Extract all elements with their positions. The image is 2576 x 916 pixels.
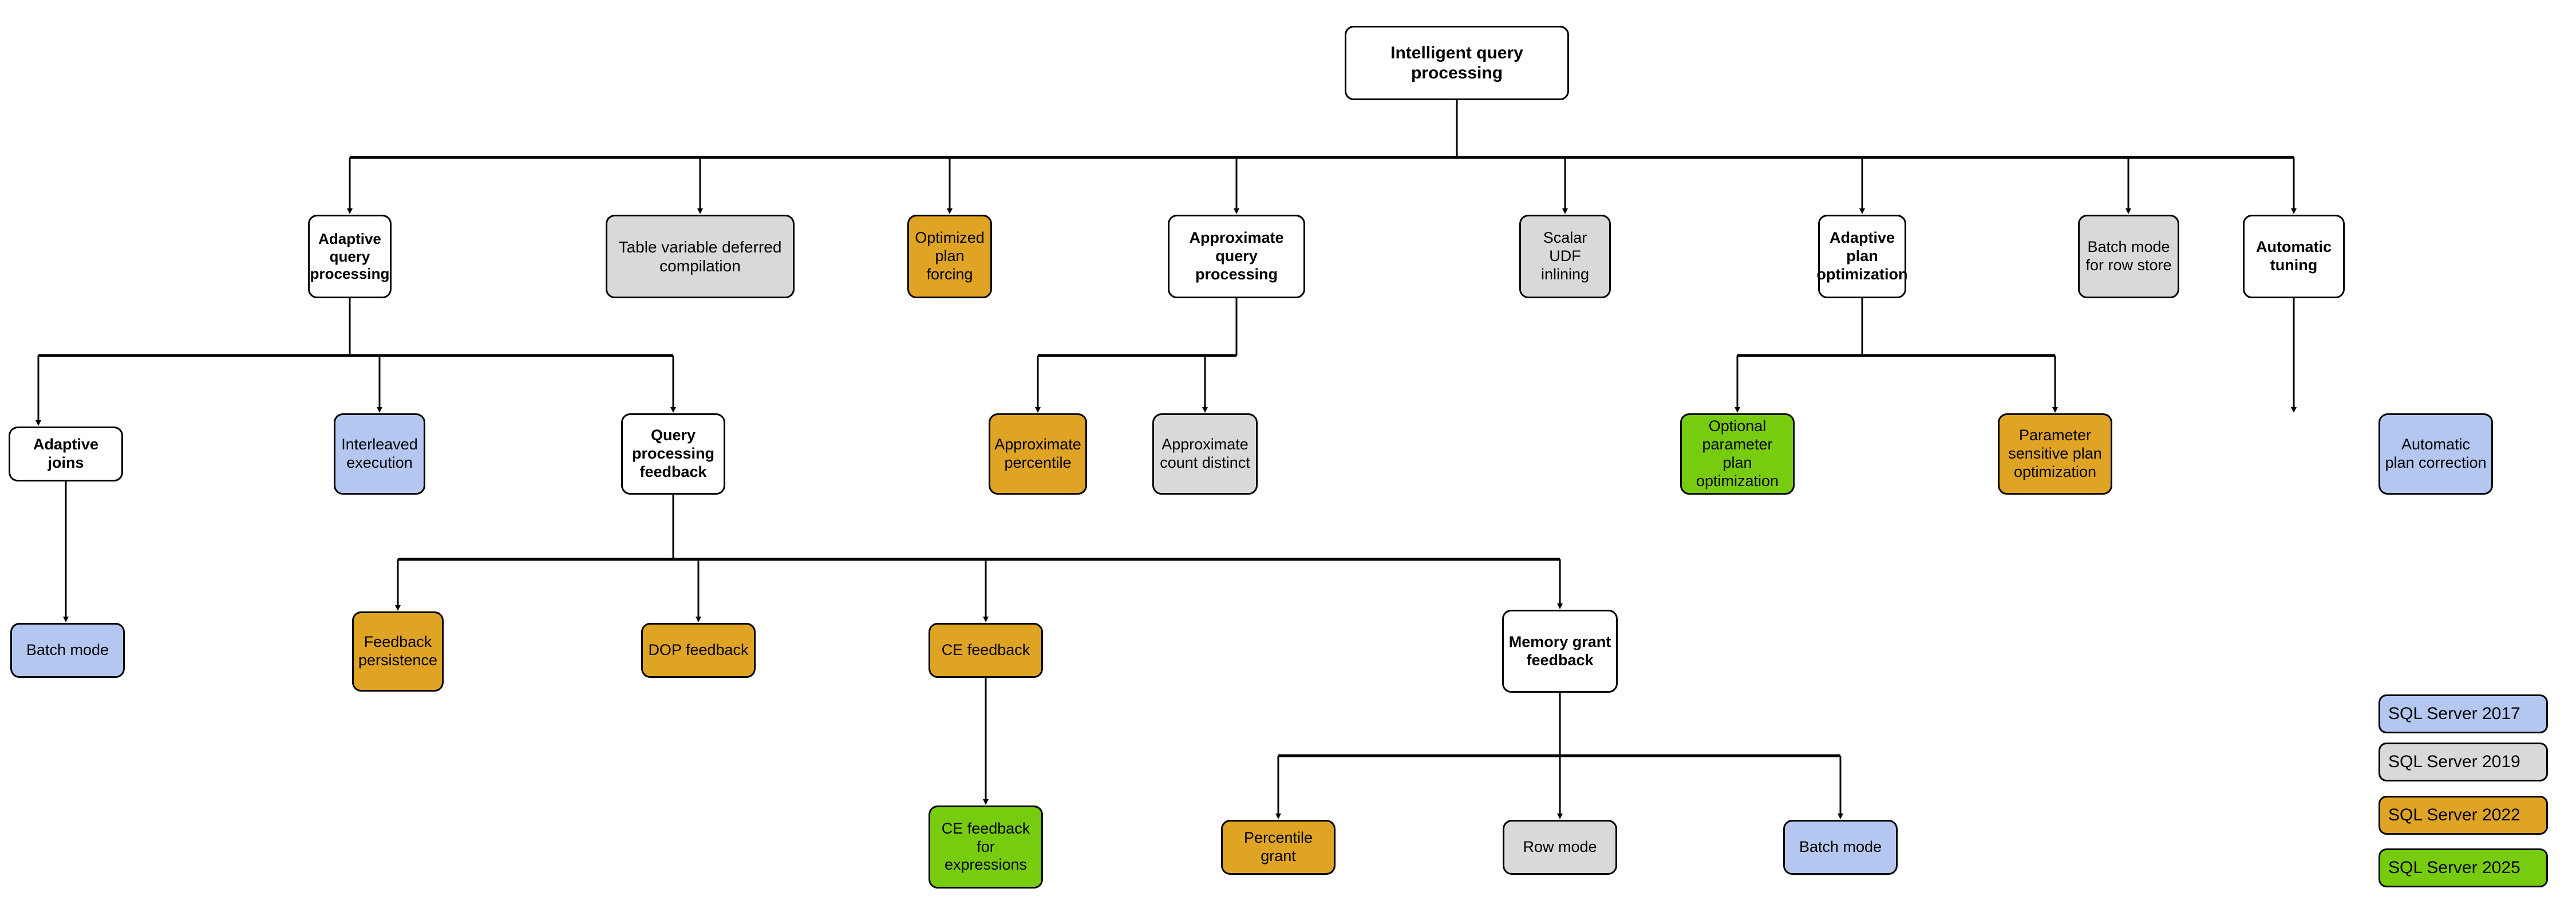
legend-item-sql-server-2022: SQL Server 2022: [2379, 796, 2548, 835]
node-ajoins[interactable]: Adaptive joins: [9, 427, 123, 481]
node-label: Query processing feedback: [631, 427, 715, 480]
node-label: Interleaved execution: [341, 436, 418, 471]
legend-item-sql-server-2019: SQL Server 2019: [2379, 743, 2548, 781]
node-apo[interactable]: Adaptive plan optimization: [1816, 215, 1908, 298]
node-label: Automatic tuning: [2255, 238, 2332, 274]
node-scalar[interactable]: Scalar UDF inlining: [1519, 215, 1611, 298]
node-fbpersist[interactable]: Feedback persistence: [352, 611, 444, 692]
legend-label: SQL Server 2022: [2388, 806, 2520, 824]
node-opf[interactable]: Optimized plan forcing: [907, 215, 992, 298]
legend-item-sql-server-2025: SQL Server 2025: [2379, 848, 2548, 887]
node-pgrant[interactable]: Percentile grant: [1221, 820, 1336, 875]
node-label: Automatic plan correction: [2385, 436, 2487, 471]
node-label: Approximate percentile: [994, 436, 1081, 471]
node-cefbexpr[interactable]: CE feedback for expressions: [929, 806, 1043, 889]
legend-label: SQL Server 2025: [2388, 858, 2520, 877]
node-label: DOP feedback: [648, 641, 749, 659]
node-apercentile[interactable]: Approximate percentile: [989, 413, 1087, 495]
node-label: Percentile grant: [1243, 829, 1313, 864]
node-label: Parameter sensitive plan optimization: [2008, 427, 2102, 480]
node-root[interactable]: Intelligent query processing: [1345, 26, 1569, 100]
legend-label: SQL Server 2017: [2388, 704, 2520, 723]
node-label: Adaptive query processing: [310, 230, 390, 283]
node-label: Optional parameter plan optimization: [1696, 417, 1779, 489]
legend-label: SQL Server 2019: [2388, 752, 2520, 771]
node-label: Optimized plan forcing: [915, 229, 985, 283]
node-bmrs[interactable]: Batch mode for row store: [2078, 215, 2179, 298]
node-label: Memory grant feedback: [1508, 633, 1611, 669]
node-label: Adaptive joins: [33, 436, 99, 471]
node-label: Batch mode: [26, 641, 109, 659]
node-label: Scalar UDF inlining: [1540, 229, 1590, 283]
node-label: Row mode: [1523, 838, 1597, 856]
node-dopfb[interactable]: DOP feedback: [641, 623, 756, 678]
node-label: Approximate count distinct: [1160, 436, 1250, 471]
node-label: CE feedback: [941, 641, 1030, 659]
node-label: Feedback persistence: [358, 633, 438, 669]
node-cefb[interactable]: CE feedback: [929, 623, 1043, 678]
node-oppo[interactable]: Optional parameter plan optimization: [1680, 413, 1795, 495]
node-apc[interactable]: Automatic plan correction: [2379, 413, 2493, 495]
node-label: Adaptive plan optimization: [1816, 229, 1908, 283]
node-mgf[interactable]: Memory grant feedback: [1502, 610, 1618, 693]
node-label: Batch mode: [1799, 838, 1882, 856]
node-label: Intelligent query processing: [1390, 43, 1523, 82]
node-tvdc[interactable]: Table variable deferred compilation: [606, 215, 795, 298]
node-label: CE feedback for expressions: [941, 819, 1030, 874]
node-label: Table variable deferred compilation: [618, 238, 782, 275]
node-acdistinct[interactable]: Approximate count distinct: [1152, 413, 1258, 495]
node-bmode2[interactable]: Batch mode: [1783, 820, 1898, 875]
node-aqp[interactable]: Adaptive query processing: [308, 215, 392, 298]
node-bmode1[interactable]: Batch mode: [10, 623, 125, 678]
node-interleaved[interactable]: Interleaved execution: [334, 413, 425, 495]
node-rowmode[interactable]: Row mode: [1503, 820, 1617, 875]
legend-item-sql-server-2017: SQL Server 2017: [2379, 694, 2548, 733]
node-appqp[interactable]: Approximate query processing: [1168, 215, 1305, 298]
node-qpf[interactable]: Query processing feedback: [621, 413, 725, 495]
node-label: Batch mode for row store: [2085, 238, 2172, 274]
node-autotune[interactable]: Automatic tuning: [2243, 215, 2345, 298]
node-label: Approximate query processing: [1189, 229, 1284, 283]
node-pspo[interactable]: Parameter sensitive plan optimization: [1998, 413, 2112, 495]
